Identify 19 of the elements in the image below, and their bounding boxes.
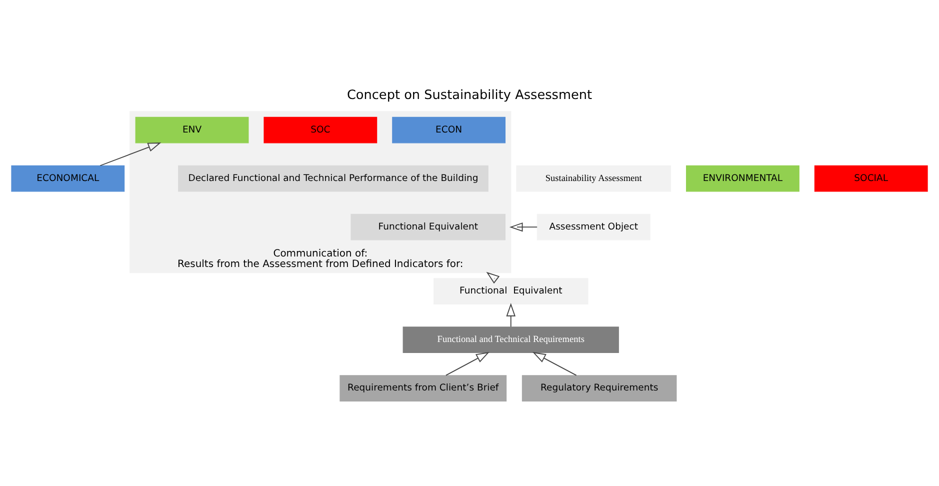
arrow [509, 222, 538, 232]
node-box: ENV [135, 116, 249, 143]
node-box: Functional and Technical Requirements [402, 326, 619, 352]
node-box: SOCIAL [814, 164, 928, 192]
node-box: Declared Functional and Technical Performance of the Building [178, 164, 488, 192]
node-box: SOC [264, 116, 378, 143]
node-box: ECON [392, 116, 506, 143]
node-box: Regulatory Requirements [522, 374, 677, 401]
arrow [506, 302, 516, 327]
node-box: Requirements from Client’s Brief [340, 374, 507, 401]
node-box: ECONOMICAL [11, 164, 125, 192]
arrow [446, 352, 490, 376]
diagram-title: Concept on Sustainability Assessment [346, 87, 592, 102]
arrow [486, 271, 500, 284]
arrow [100, 142, 162, 166]
node-box: Functional Equivalent [350, 213, 506, 240]
node-box: Assessment Object [536, 213, 650, 240]
arrow [532, 352, 577, 376]
node-box: ENVIRONMENTAL [686, 164, 800, 192]
